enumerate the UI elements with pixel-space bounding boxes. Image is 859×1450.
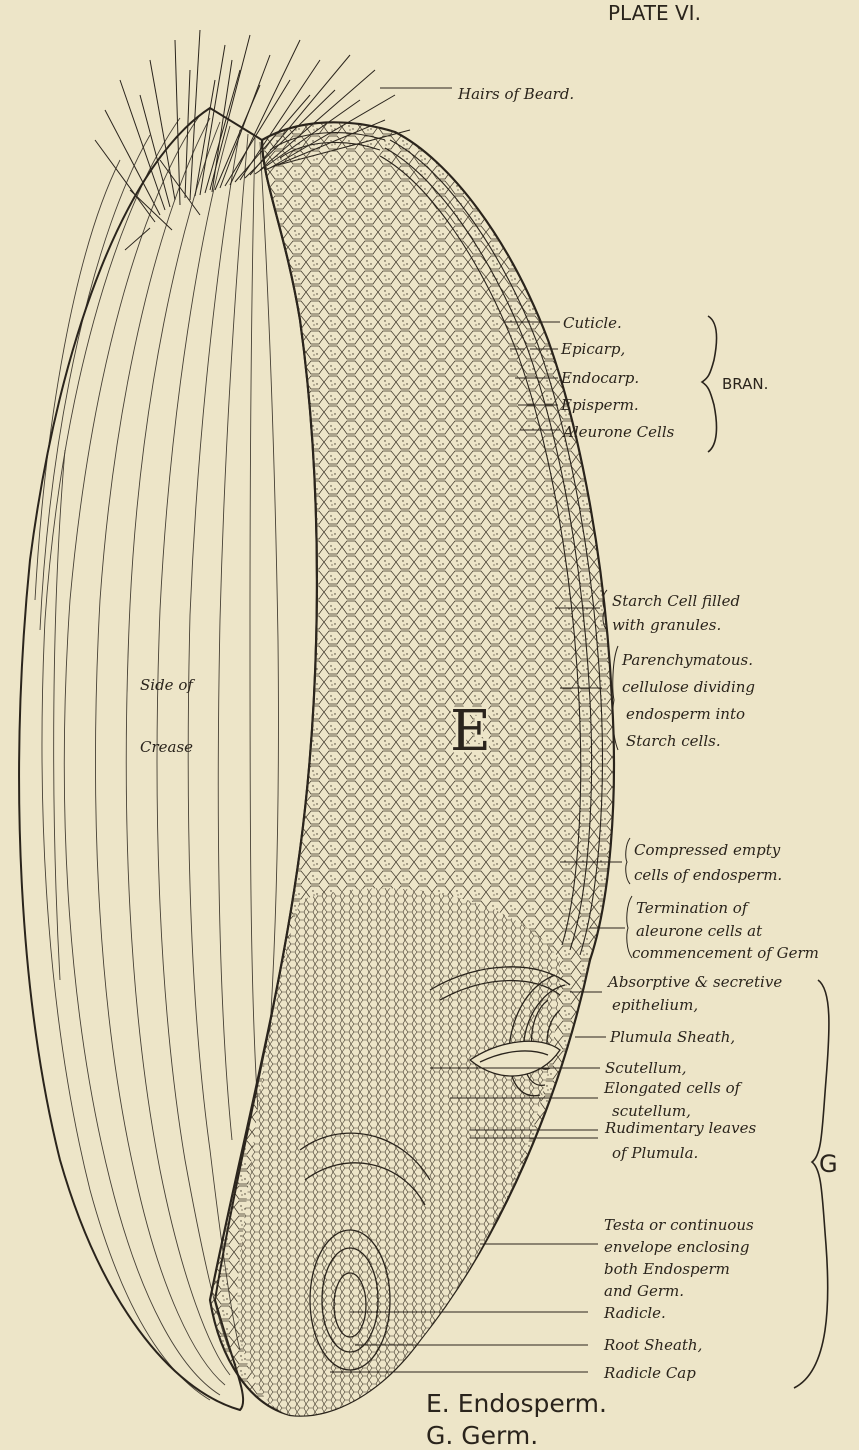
label-elong-2: scutellum,	[612, 1102, 691, 1120]
label-testa-1: Testa or continuous	[604, 1216, 754, 1234]
label-elong-1: Elongated cells of	[603, 1079, 743, 1097]
germ-brace	[794, 980, 829, 1388]
label-cuticle: Cuticle.	[563, 314, 622, 332]
label-abs-2: epithelium,	[612, 996, 698, 1014]
label-term-2: aleurone cells at	[636, 922, 763, 940]
label-endocarp: Endocarp.	[560, 369, 639, 387]
label-radicle-cap: Radicle Cap	[603, 1364, 696, 1382]
label-term-1: Termination of	[636, 899, 750, 917]
label-rud-2: of Plumula.	[612, 1144, 698, 1162]
label-term-3: commencement of Germ	[632, 944, 819, 962]
label-root-sheath: Root Sheath,	[603, 1336, 702, 1354]
label-paren-2: cellulose dividing	[622, 678, 755, 696]
legend-germ: G. Germ.	[426, 1421, 538, 1450]
label-paren-4: Starch cells.	[626, 732, 721, 750]
label-starch-1: Starch Cell filled	[612, 592, 740, 610]
label-rud-1: Rudimentary leaves	[604, 1119, 756, 1137]
label-testa-2: envelope enclosing	[604, 1238, 750, 1256]
label-comp-1: Compressed empty	[634, 841, 781, 859]
label-crease: Crease	[140, 738, 193, 756]
plate-title: PLATE VI.	[608, 1, 701, 25]
endosperm-cells	[200, 110, 630, 1430]
label-testa-3: both Endosperm	[604, 1260, 730, 1278]
label-hairs-of-beard: Hairs of Beard.	[457, 85, 574, 103]
label-bran: BRAN.	[722, 375, 768, 393]
label-comp-2: cells of endosperm.	[634, 866, 782, 884]
label-germ-letter: G	[819, 1150, 838, 1178]
endosperm-letter: E	[450, 699, 491, 764]
label-paren-1: Parenchymatous.	[621, 651, 753, 669]
label-radicle: Radicle.	[603, 1304, 666, 1322]
label-testa-4: and Germ.	[604, 1282, 684, 1300]
label-paren-3: endosperm into	[626, 705, 745, 723]
label-epicarp: Epicarp,	[560, 340, 625, 358]
label-episperm: Episperm.	[560, 396, 639, 414]
label-starch-2: with granules.	[612, 616, 721, 634]
label-abs-1: Absorptive & secretive	[606, 973, 782, 991]
legend-endosperm: E. Endosperm.	[426, 1389, 607, 1418]
bran-brace	[702, 316, 716, 452]
label-scutellum: Scutellum,	[605, 1059, 687, 1077]
label-aleurone: Aleurone Cells	[561, 423, 675, 441]
label-plumula-sheath: Plumula Sheath,	[609, 1028, 735, 1046]
label-side-of: Side of	[140, 676, 195, 694]
